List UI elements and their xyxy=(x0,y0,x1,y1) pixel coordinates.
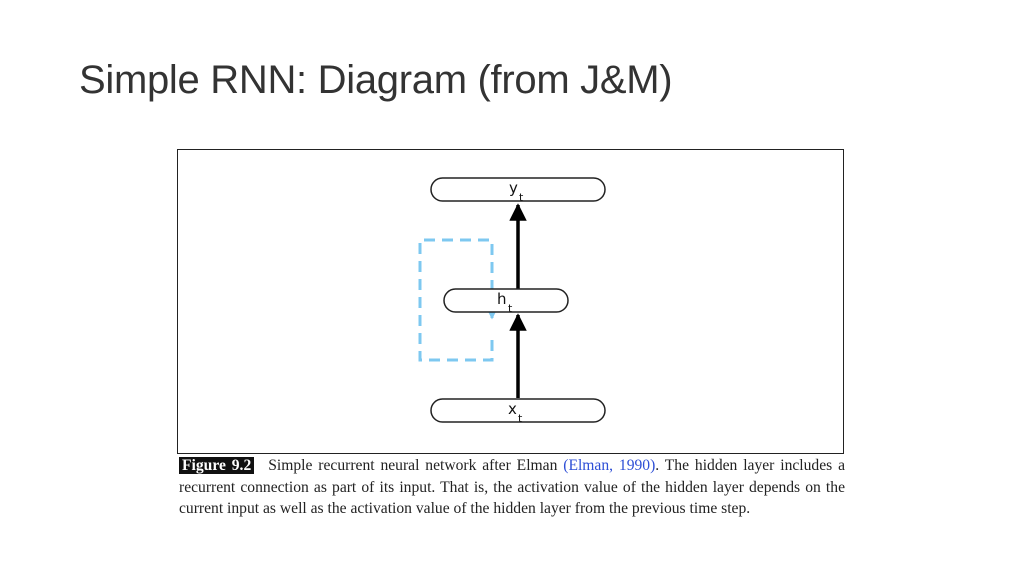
figure-caption: Figure 9.2 Simple recurrent neural networ… xyxy=(179,455,845,520)
slide-title: Simple RNN: Diagram (from J&M) xyxy=(79,58,673,102)
recurrent-connection xyxy=(418,238,500,362)
node-output-y: y t xyxy=(430,177,606,204)
node-hidden-subscript: t xyxy=(508,302,513,315)
caption-text-after: . The hidden layer includes a recurrent … xyxy=(179,457,845,517)
node-output-subscript: t xyxy=(519,191,524,204)
node-hidden-label: h xyxy=(497,290,507,308)
node-hidden-h: h t xyxy=(443,288,569,315)
caption-text-before: Simple recurrent neural network after El… xyxy=(268,457,564,474)
node-input-x: x t xyxy=(430,398,606,425)
figure-label: Figure 9.2 xyxy=(179,457,255,474)
node-input-subscript: t xyxy=(518,412,523,425)
citation-link[interactable]: (Elman, 1990) xyxy=(563,457,656,474)
node-input-label: x xyxy=(508,400,517,418)
node-output-label: y xyxy=(509,179,518,197)
figure-frame xyxy=(177,149,844,454)
